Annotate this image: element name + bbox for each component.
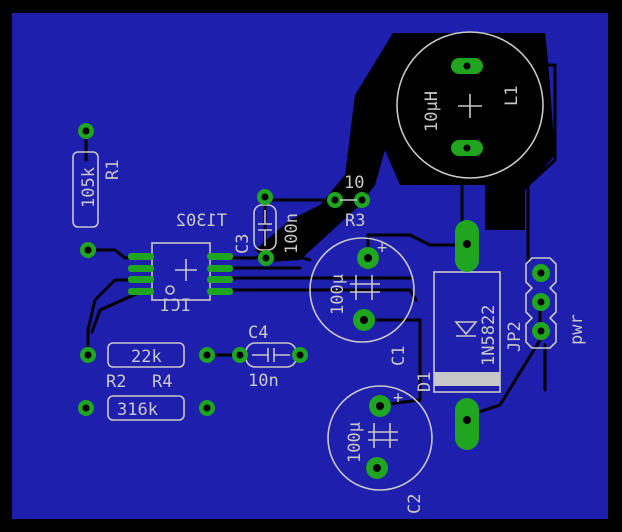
jp2-value: pwr bbox=[567, 314, 587, 345]
l1-name: L1 bbox=[502, 86, 522, 106]
c2-name: C2 bbox=[405, 494, 425, 514]
drill-hole bbox=[463, 62, 471, 70]
l1-value: 10µH bbox=[422, 91, 442, 132]
resistor-r3: 10 R3 bbox=[327, 173, 370, 231]
c2-outline bbox=[327, 385, 433, 491]
ic1-name: IC1 bbox=[160, 296, 191, 316]
drill-hole bbox=[463, 240, 471, 248]
drill-hole bbox=[358, 196, 366, 204]
trace bbox=[90, 288, 147, 334]
c4-symbol bbox=[252, 348, 290, 362]
l1-origin-cross bbox=[458, 94, 482, 118]
r1-value: 105k bbox=[79, 167, 99, 208]
resistor-r1: 105k R1 bbox=[72, 123, 123, 258]
capacitor-c2: + 100µ C2 bbox=[327, 385, 433, 514]
drill-hole bbox=[537, 327, 545, 335]
r4-value: 316k bbox=[117, 400, 158, 420]
resistor-r4: 316k R4 bbox=[78, 372, 215, 421]
c1-name: C1 bbox=[389, 346, 409, 366]
drill-hole bbox=[203, 404, 211, 412]
ic1-pad bbox=[128, 265, 154, 272]
c4-value: 10n bbox=[248, 371, 279, 391]
drill-hole bbox=[82, 127, 90, 135]
c1-plus: + bbox=[377, 238, 387, 258]
drill-hole bbox=[84, 351, 92, 359]
r1-name: R1 bbox=[103, 160, 123, 180]
r3-name: R3 bbox=[345, 211, 365, 231]
trace bbox=[373, 53, 557, 264]
drill-hole bbox=[203, 351, 211, 359]
drill-hole bbox=[537, 269, 545, 277]
ic1-pad bbox=[207, 288, 233, 295]
r3-value: 10 bbox=[344, 173, 364, 193]
ic1-pad bbox=[207, 265, 233, 272]
ic1-pad bbox=[207, 276, 233, 283]
resistor-r2: 22k R2 bbox=[80, 342, 215, 392]
trace bbox=[86, 278, 147, 354]
r4-name: R4 bbox=[152, 372, 172, 392]
r2-value: 22k bbox=[131, 347, 162, 367]
l1-outline bbox=[396, 31, 544, 179]
ic1-pad bbox=[128, 276, 154, 283]
r2-name: R2 bbox=[106, 372, 126, 392]
r2-body bbox=[107, 342, 185, 368]
trace bbox=[363, 93, 377, 187]
c3-symbol bbox=[258, 210, 272, 246]
ic-ic1: T1302 IC1 bbox=[128, 211, 233, 316]
c2-value: 100µ bbox=[345, 422, 365, 463]
capacitor-c4: C4 10n bbox=[232, 323, 308, 391]
r1-body bbox=[72, 151, 99, 228]
diode-d1: 1N5822 D1 bbox=[415, 220, 501, 450]
drill-hole bbox=[360, 316, 368, 324]
c3-value: 100n bbox=[282, 213, 302, 254]
ic1-pad bbox=[128, 253, 154, 260]
capacitor-c1: + 100µ C1 bbox=[309, 237, 415, 366]
drill-hole bbox=[84, 246, 92, 254]
drill-hole bbox=[463, 144, 471, 152]
d1-symbol bbox=[454, 321, 478, 337]
trace bbox=[366, 233, 464, 260]
ic1-pad bbox=[128, 288, 154, 295]
drill-hole bbox=[463, 416, 471, 424]
c2-plus: + bbox=[393, 388, 403, 408]
drill-hole bbox=[537, 298, 545, 306]
trace bbox=[368, 318, 422, 407]
ic1-value: T1302 bbox=[176, 211, 227, 231]
c2-symbol bbox=[368, 423, 398, 448]
drill-hole bbox=[296, 351, 304, 359]
ic1-origin-cross bbox=[175, 259, 197, 281]
c1-value: 100µ bbox=[328, 274, 348, 315]
drill-hole bbox=[373, 464, 381, 472]
capacitor-c3: C3 100n bbox=[233, 189, 302, 266]
ic1-pad bbox=[207, 253, 233, 260]
drill-hole bbox=[82, 404, 90, 412]
r4-body bbox=[107, 395, 185, 421]
d1-value: 1N5822 bbox=[479, 305, 499, 366]
connector-jp2: JP2 pwr bbox=[505, 257, 587, 352]
c3-name: C3 bbox=[233, 234, 253, 254]
jp2-name: JP2 bbox=[505, 321, 525, 352]
c4-name: C4 bbox=[248, 323, 268, 343]
c1-symbol bbox=[350, 275, 380, 300]
drill-hole bbox=[236, 351, 244, 359]
inductor-l1: 10µH L1 bbox=[396, 31, 544, 179]
drill-hole bbox=[261, 193, 269, 201]
drill-hole bbox=[331, 196, 339, 204]
c1-outline bbox=[309, 237, 415, 343]
ic1-pin1-marker bbox=[165, 285, 175, 295]
d1-cathode-band bbox=[434, 372, 500, 386]
drill-hole bbox=[262, 254, 270, 262]
d1-name: D1 bbox=[415, 372, 435, 392]
jp2-outline bbox=[525, 257, 557, 349]
drill-hole bbox=[376, 402, 384, 410]
drill-hole bbox=[364, 254, 372, 262]
